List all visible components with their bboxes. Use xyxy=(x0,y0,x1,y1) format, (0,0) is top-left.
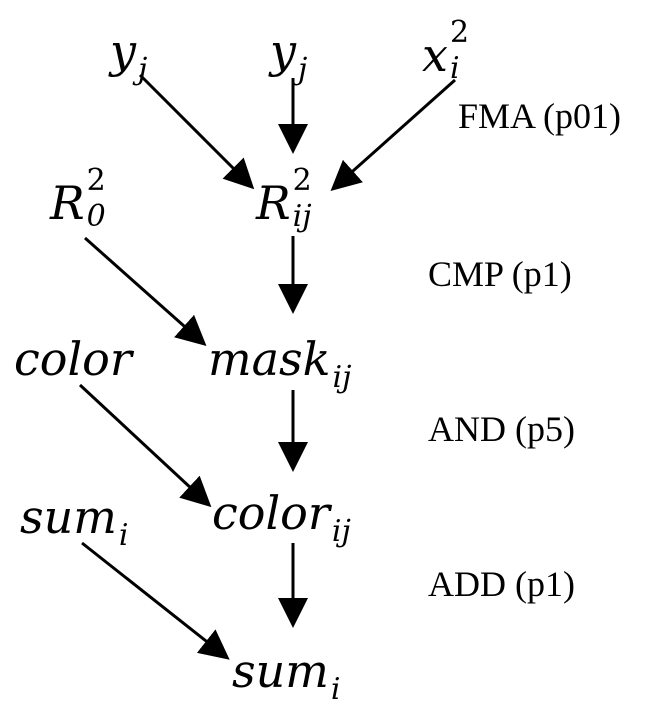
node-base: y xyxy=(270,24,296,78)
node-sub: i xyxy=(118,518,129,553)
node-sub: 0 xyxy=(86,199,106,234)
node-sup: 2 xyxy=(449,15,470,50)
node-sup: 2 xyxy=(292,163,312,198)
node-sub: j xyxy=(138,52,148,87)
op-label-add: ADD (p1) xyxy=(428,564,575,604)
node-base: y xyxy=(110,24,136,78)
node-sub: ij xyxy=(292,199,312,234)
arrow-sum-to-sumout xyxy=(81,541,230,660)
arrow-xi-to-rij xyxy=(330,78,456,191)
node-sum-output: sumi xyxy=(232,648,340,705)
arrow-r0-to-mask xyxy=(84,236,207,346)
op-label-and: AND (p5) xyxy=(428,409,575,449)
node-color-ij: colorij xyxy=(212,490,351,547)
node-base: x xyxy=(422,28,448,82)
node-base: color xyxy=(212,486,330,540)
node-sub: j xyxy=(298,52,308,87)
node-base: R xyxy=(50,176,85,230)
op-label-fma: FMA (p01) xyxy=(458,96,622,136)
node-y-j-mid: yj xyxy=(270,28,307,85)
node-sup: 2 xyxy=(86,163,106,198)
node-mask-ij: maskij xyxy=(208,336,351,393)
node-base: mask xyxy=(208,332,331,386)
node-y-j-left: yj xyxy=(110,28,147,85)
node-base: sum xyxy=(232,644,329,698)
node-sum-input: sumi xyxy=(20,494,128,551)
node-sub: i xyxy=(449,51,460,86)
node-base: R xyxy=(256,176,291,230)
node-sub: ij xyxy=(331,514,351,549)
node-sub: ij xyxy=(332,360,352,395)
node-base: color xyxy=(14,332,132,386)
arrow-color-to-colorij xyxy=(78,383,212,508)
node-color-input: color xyxy=(14,336,132,382)
op-label-cmp: CMP (p1) xyxy=(428,254,572,294)
node-sub: i xyxy=(330,672,341,707)
node-base: sum xyxy=(20,490,117,544)
arrow-yj-left-to-rij xyxy=(138,73,255,190)
